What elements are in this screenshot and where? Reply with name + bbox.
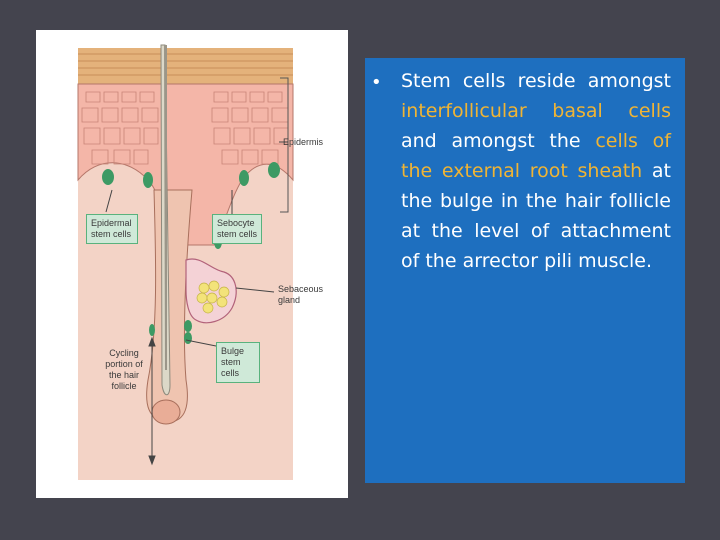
hair-follicle-figure: Epidermis Epidermal stem cells Sebocyte … bbox=[36, 30, 348, 498]
epidermal-stem-cells-label: Epidermal stem cells bbox=[86, 214, 138, 244]
hair-shaft-core bbox=[164, 45, 167, 370]
bulge-stem-cells-label: Bulge stem cells bbox=[216, 342, 260, 383]
epidermis-label: Epidermis bbox=[283, 137, 324, 147]
sebaceous-gland-label: Sebaceous gland bbox=[278, 284, 324, 305]
cycling-portion-label: Cycling portion of the hair follicle bbox=[105, 348, 143, 391]
highlight-interfollicular-basal-cells: interfollicular basal cells bbox=[401, 100, 671, 122]
bullet-segment: Stem cells reside amongst bbox=[401, 70, 671, 92]
follicle-bulb bbox=[151, 399, 181, 425]
bullet-text: Stem cells reside amongst interfollicula… bbox=[401, 66, 671, 276]
leader-lines bbox=[105, 141, 288, 347]
cycling-arrow bbox=[148, 336, 156, 466]
epidermis-bracket bbox=[280, 77, 289, 213]
sebocyte-stem-cells-label: Sebocyte stem cells bbox=[212, 214, 262, 244]
hair-follicle-illustration bbox=[77, 44, 294, 480]
stratum-corneum bbox=[78, 48, 293, 84]
highlight-external-root-sheath: cells of the external root sheath bbox=[401, 130, 671, 182]
bullet-segment: at the bulge in the hair follicle at the… bbox=[401, 160, 671, 272]
sebocytes bbox=[196, 280, 230, 314]
stratum-corneum-lines bbox=[78, 53, 293, 76]
text-panel: • Stem cells reside amongst interfollicu… bbox=[365, 58, 685, 483]
bullet-segment: and amongst the bbox=[401, 130, 596, 152]
bulge-stem-cell-dots bbox=[149, 320, 192, 344]
bullet-dot: • bbox=[371, 72, 382, 93]
cell-outlines bbox=[81, 91, 289, 165]
